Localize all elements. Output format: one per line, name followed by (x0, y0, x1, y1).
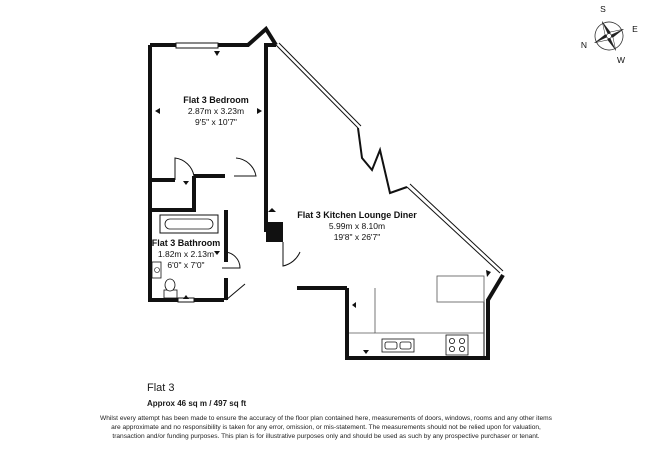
doors (174, 157, 301, 301)
bay-wall (357, 127, 408, 195)
bathroom-imperial: 6'0" x 7'0" (167, 260, 204, 270)
sink-icon (381, 338, 415, 353)
outer-walls (148, 25, 505, 360)
area-summary: Approx 46 sq m / 497 sq ft (147, 399, 247, 408)
compass-label-s: S (600, 4, 606, 14)
dimension-markers (155, 51, 491, 354)
compass-label-n: N (581, 40, 587, 50)
exterior-glazing (275, 42, 504, 358)
bath-icon (159, 214, 219, 234)
bedroom-title: Flat 3 Bedroom (183, 95, 249, 105)
kitchen-units (349, 275, 485, 334)
bathroom-title: Flat 3 Bathroom (152, 238, 221, 248)
bedroom-imperial: 9'5" x 10'7" (195, 117, 237, 127)
basin-icon (151, 261, 162, 279)
flat-name: Flat 3 (147, 382, 175, 394)
hob-icon (445, 334, 469, 356)
bedroom-metric: 2.87m x 3.23m (188, 106, 244, 116)
kitchen-imperial: 19'8" x 26'7" (334, 232, 381, 242)
disclaimer-text: Whilst every attempt has been made to en… (100, 415, 552, 440)
compass-icon (594, 21, 624, 51)
kitchen-title: Flat 3 Kitchen Lounge Diner (297, 210, 417, 220)
bedroom-window (175, 42, 219, 49)
toilet-icon (163, 278, 178, 299)
compass-label-w: W (617, 55, 625, 65)
internal-walls (150, 174, 283, 300)
compass-label-e: E (632, 24, 638, 34)
kitchen-metric: 5.99m x 8.10m (329, 221, 385, 231)
bathroom-metric: 1.82m x 2.13m (158, 249, 214, 259)
